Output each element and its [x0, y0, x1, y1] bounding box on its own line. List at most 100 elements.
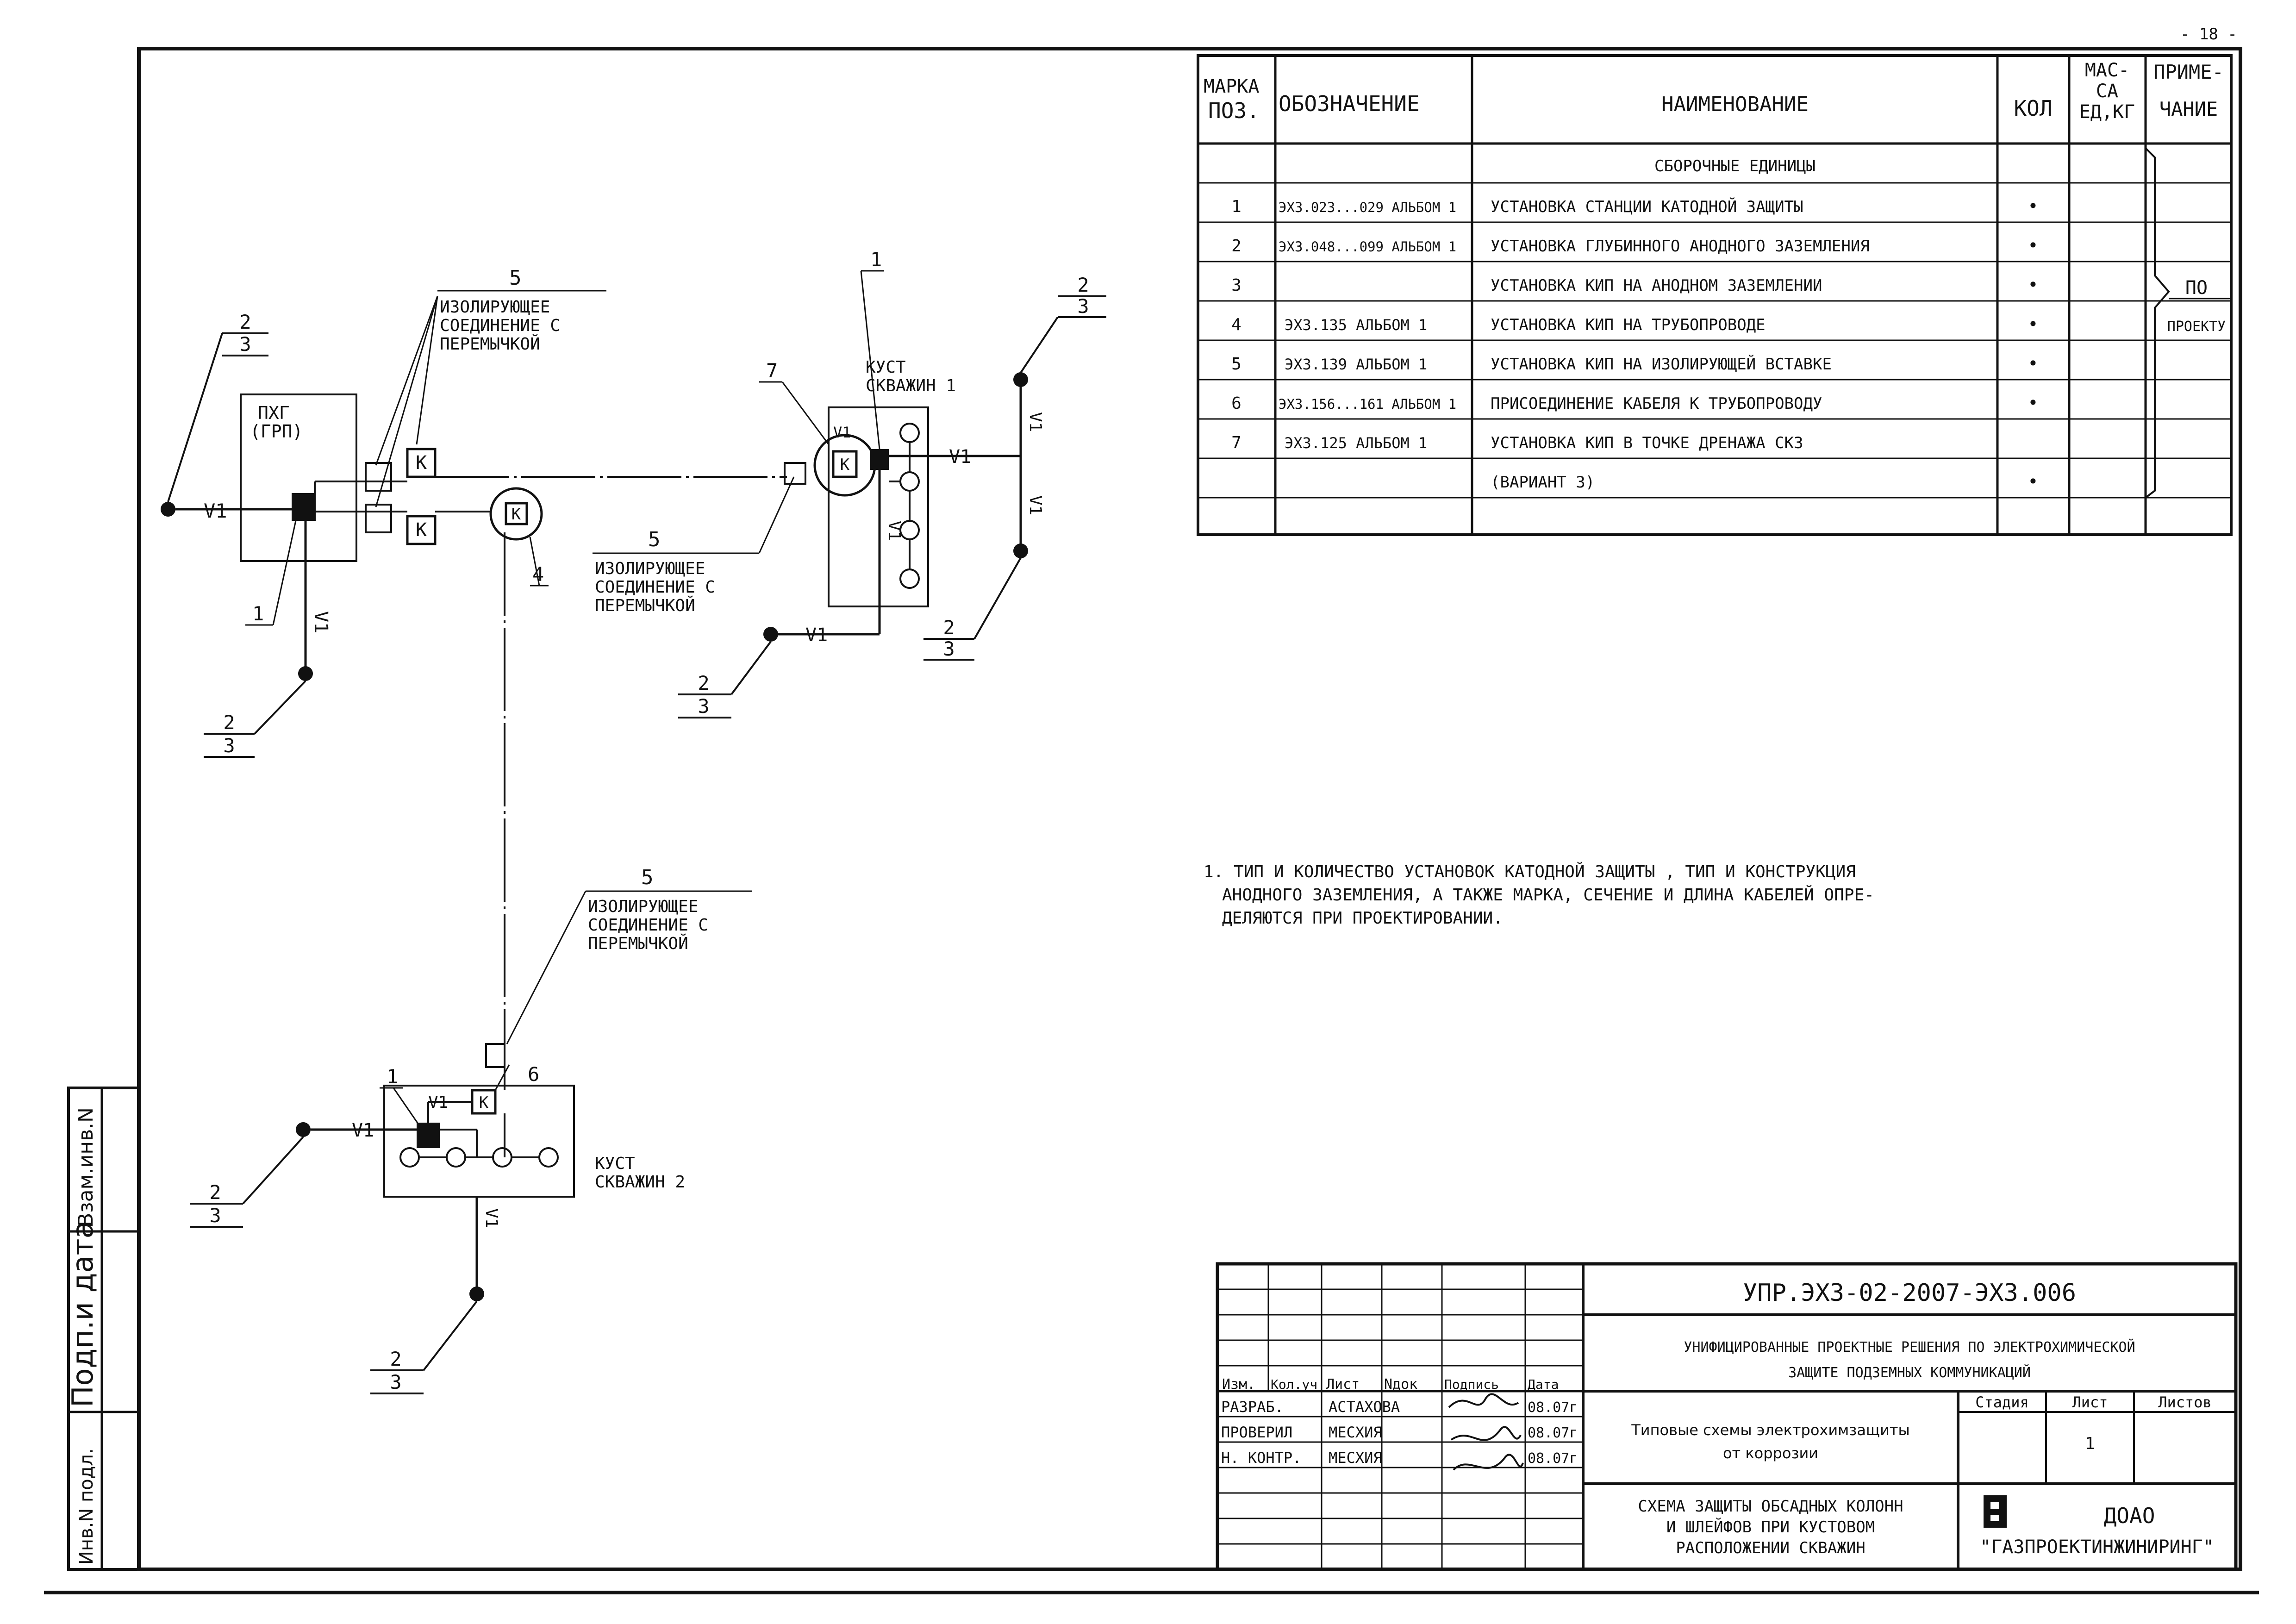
- svg-text:•: •: [2028, 314, 2039, 334]
- hdr-note-1: ПРИМЕ-: [2153, 61, 2224, 83]
- role-razrab: РАЗРАБ.: [1221, 1398, 1284, 1416]
- svg-text:K: K: [416, 452, 427, 474]
- hdr-mark-1: МАРКА: [1204, 76, 1259, 97]
- well-icon: [399, 1147, 420, 1168]
- pkhg-label-2: (ГРП): [250, 421, 303, 442]
- album-title-2: от коррозии: [1723, 1444, 1818, 1462]
- org-name-2: "ГАЗПРОЕКТИНЖИНИРИНГ": [1980, 1537, 2214, 1558]
- well-icon: [899, 471, 920, 492]
- svg-text:ЭХЗ.156...161 АЛЬБОМ 1: ЭХЗ.156...161 АЛЬБОМ 1: [1279, 396, 1456, 412]
- well-icon: [446, 1147, 466, 1168]
- cluster1-station: [870, 449, 889, 470]
- svg-text:K: K: [840, 456, 850, 474]
- col-podpis: Подпись: [1444, 1377, 1499, 1392]
- doc-code: УПР.ЭХЗ-02-2007-ЭХЗ.006: [1743, 1279, 2076, 1307]
- anode-pkhg-bottom: [298, 666, 313, 681]
- side-stamp-replace: Взам.инв.N: [74, 1107, 98, 1227]
- fraction-den: 3: [223, 734, 235, 757]
- note-po: ПО: [2185, 277, 2208, 299]
- note-line: 1. ТИП И КОЛИЧЕСТВО УСТАНОВОК КАТОДНОЙ З…: [1204, 862, 1856, 881]
- insulating-label-1: ИЗОЛИРУЮЩЕЕ: [588, 897, 698, 916]
- table-row: 1 ЭХЗ.023...029 АЛЬБОМ 1 УСТАНОВКА СТАНЦ…: [1231, 196, 2038, 216]
- svg-text:5: 5: [1231, 355, 1242, 374]
- well-icon: [538, 1147, 559, 1168]
- series-title-1: УНИФИЦИРОВАННЫЕ ПРОЕКТНЫЕ РЕШЕНИЯ ПО ЭЛЕ…: [1684, 1339, 2135, 1355]
- callout-1: 1: [252, 602, 264, 625]
- insulating-label-2: СОЕДИНЕНИЕ С: [588, 916, 708, 935]
- fraction-num: 2: [390, 1348, 401, 1370]
- cable-v1: V1: [482, 1208, 501, 1228]
- side-stamp-sign: Подп.и дата: [66, 1221, 100, 1407]
- cable-v1: V1: [1026, 412, 1045, 432]
- svg-text:ЭХЗ.048...099 АЛЬБОМ 1: ЭХЗ.048...099 АЛЬБОМ 1: [1279, 239, 1456, 255]
- svg-text:УСТАНОВКА СТАНЦИИ КАТОДНОЙ ЗАЩ: УСТАНОВКА СТАНЦИИ КАТОДНОЙ ЗАЩИТЫ: [1491, 197, 1803, 216]
- cluster1-label-2: СКВАЖИН 1: [866, 376, 956, 395]
- col-ndok: Nдок: [1384, 1376, 1417, 1393]
- anode-left: [161, 502, 175, 517]
- svg-text:•: •: [2028, 393, 2039, 413]
- insulating-label-3: ПЕРЕМЫЧКОЙ: [440, 334, 540, 354]
- hdr-mass-2: СА: [2096, 81, 2118, 102]
- hdr-name: НАИМЕНОВАНИЕ: [1661, 93, 1809, 116]
- cable-v1: V1: [949, 446, 971, 468]
- callout-5: 5: [509, 266, 522, 290]
- svg-text:6: 6: [1231, 394, 1242, 413]
- note-bracket: [2145, 147, 2170, 499]
- anode: [469, 1287, 484, 1301]
- cluster-2-box: [383, 1085, 575, 1198]
- svg-text:ЭХЗ.135 АЛЬБОМ 1: ЭХЗ.135 АЛЬБОМ 1: [1285, 316, 1427, 334]
- svg-text:УСТАНОВКА ГЛУБИННОГО АНОДНОГО: УСТАНОВКА ГЛУБИННОГО АНОДНОГО ЗАЗЕМЛЕНИЯ: [1491, 237, 1870, 256]
- callout-5: 5: [648, 528, 661, 551]
- fraction-den: 3: [1077, 295, 1089, 318]
- table-row: 4 ЭХЗ.135 АЛЬБОМ 1 УСТАНОВКА КИП НА ТРУБ…: [1231, 314, 2038, 334]
- svg-text:1: 1: [1231, 197, 1242, 216]
- note-line: ДЕЛЯЮТСЯ ПРИ ПРОЕКТИРОВАНИИ.: [1222, 909, 1503, 928]
- well-icon: [899, 423, 920, 443]
- svg-text:(ВАРИАНТ 3): (ВАРИАНТ 3): [1491, 473, 1595, 492]
- drawing-title-2: И ШЛЕЙФОВ ПРИ КУСТОВОМ: [1666, 1518, 1875, 1537]
- note-proektu: ПРОЕКТУ: [2167, 319, 2226, 335]
- well-icon: [899, 568, 920, 589]
- notes-block: 1. ТИП И КОЛИЧЕСТВО УСТАНОВОК КАТОДНОЙ З…: [1204, 862, 1874, 928]
- fraction-num: 2: [1077, 274, 1089, 296]
- protection-diagram: ПХГ (ГРП) V1 2 3 V1 2 3 1 K K: [161, 248, 1106, 1394]
- cable-v1-left: V1: [204, 500, 227, 522]
- insulating-label-2: СОЕДИНЕНИЕ С: [595, 578, 715, 597]
- role-nkontr: Н. КОНТР.: [1221, 1449, 1301, 1467]
- fraction-num: 2: [239, 311, 251, 333]
- cable-v1: V1: [805, 625, 828, 646]
- album-title-1: Типовые схемы электрохимзащиты: [1631, 1421, 1910, 1439]
- name-meskhiya: МЕСХИЯ: [1329, 1449, 1382, 1467]
- cable-v1-down: V1: [310, 611, 331, 633]
- svg-text:•: •: [2028, 196, 2039, 216]
- signature-1: [1448, 1393, 1519, 1408]
- note-line: АНОДНОГО ЗАЗЕМЛЕНИЯ, А ТАКЖЕ МАРКА, СЕЧЕ…: [1222, 885, 1874, 905]
- fraction-den: 3: [698, 695, 709, 718]
- org-name-1: ДОАО: [2104, 1503, 2155, 1528]
- page-number: - 18 -: [2180, 25, 2237, 44]
- anode: [296, 1122, 311, 1137]
- hdr-mark-2: ПОЗ.: [1208, 98, 1260, 123]
- fraction-num: 2: [943, 616, 955, 639]
- drawing-title-3: РАСПОЛОЖЕНИИ СКВАЖИН: [1676, 1539, 1865, 1557]
- svg-text:УСТАНОВКА КИП НА ТРУБОПРОВОДЕ: УСТАНОВКА КИП НА ТРУБОПРОВОДЕ: [1491, 316, 1766, 334]
- drawing-title-1: СХЕМА ЗАЩИТЫ ОБСАДНЫХ КОЛОНН: [1638, 1497, 1903, 1516]
- anode: [763, 627, 778, 642]
- fraction-num: 2: [698, 672, 709, 694]
- svg-text:ПРИСОЕДИНЕНИЕ КАБЕЛЯ К ТРУБОПР: ПРИСОЕДИНЕНИЕ КАБЕЛЯ К ТРУБОПРОВОДУ: [1491, 394, 1822, 413]
- fraction-num: 2: [223, 711, 235, 734]
- callout-4: 4: [532, 563, 544, 586]
- kip-4-circle: [489, 487, 543, 541]
- hdr-mass-1: МАС-: [2085, 60, 2129, 81]
- table-row: 3 УСТАНОВКА КИП НА АНОДНОМ ЗАЗЕМЛЕНИИ •: [1231, 275, 2038, 295]
- svg-text:K: K: [416, 519, 427, 541]
- cluster2-label-2: СКВАЖИН 2: [595, 1173, 685, 1192]
- date: 08.07г: [1528, 1425, 1578, 1441]
- sheet-frame: [137, 47, 2242, 1571]
- svg-text:K: K: [512, 505, 521, 524]
- table-row: 7 ЭХЗ.125 АЛЬБОМ 1 УСТАНОВКА КИП В ТОЧКЕ…: [1231, 433, 1803, 452]
- svg-text:2: 2: [1231, 237, 1242, 256]
- title-block: Изм. Кол.уч Лист Nдок Подпись Дата РАЗРА…: [1216, 1262, 2238, 1571]
- fraction-den: 3: [239, 333, 251, 356]
